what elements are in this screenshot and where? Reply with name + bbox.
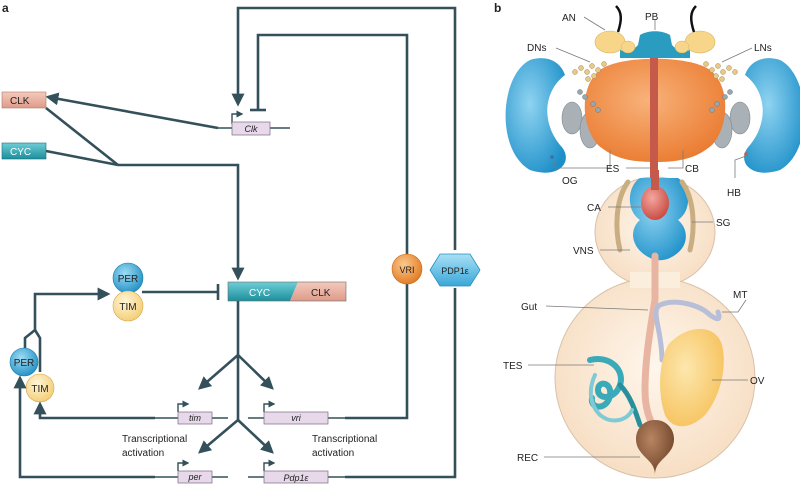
branch-to-tim-arrow (198, 354, 239, 390)
per-gene-box (177, 470, 213, 484)
gut (641, 252, 659, 434)
corpora-allata (641, 186, 669, 220)
optic-lobe-right (744, 58, 800, 173)
salivary-gland-right (679, 179, 696, 253)
complex-cyc-part (228, 282, 298, 301)
label-mt: MT (733, 290, 747, 301)
label-vns: VNS (573, 246, 594, 257)
clk-promoter-arrow (231, 110, 244, 124)
pdp-promoter-arrow (263, 459, 276, 471)
tim-protein-top-label: TIM (119, 302, 136, 313)
label-ca: CA (587, 203, 601, 214)
per-protein-top-label: PER (118, 274, 139, 285)
antenna-left (594, 30, 626, 54)
per-tim-nuclear-entry-arrow (23, 287, 111, 348)
tim-promoter-arrow (177, 400, 190, 412)
panel-a-label: a (2, 1, 9, 15)
label-hb: HB (727, 188, 741, 199)
hb-neuron-dot (744, 152, 748, 156)
antenna-right-segment (674, 40, 690, 54)
clk-protein (1, 91, 47, 109)
label-rec: REC (517, 453, 538, 464)
clk-merge-line (45, 106, 119, 167)
tim-protein-bottom-label: TIM (31, 384, 48, 395)
protocerebral-bridge (620, 31, 690, 58)
dn-neurons (572, 61, 607, 82)
tim-merge-line (33, 329, 42, 372)
arista-left (615, 5, 622, 33)
label-sg: SG (716, 218, 731, 229)
tim-translation-arrow (33, 401, 155, 420)
malpighian-tubule (653, 299, 722, 363)
pdp-feedback-line (231, 6, 457, 250)
label-cb: CB (685, 164, 699, 175)
vri-gene-label: vri (291, 413, 301, 423)
label-lns: LNs (754, 43, 772, 54)
clk-gene-label: Clk (245, 124, 258, 134)
panel-b-label: b (494, 1, 501, 15)
ovary (660, 328, 724, 427)
esophagus-lower (651, 170, 659, 190)
rectum (635, 420, 675, 475)
ln-neurons (703, 61, 738, 82)
label-gut: Gut (521, 302, 537, 313)
left-activation-label-1: Transcriptional (122, 434, 187, 445)
complex-box (227, 281, 347, 302)
pdp-translation-line (345, 288, 457, 479)
clk-translation-arrow (45, 92, 219, 130)
per-protein-bottom-label: PER (14, 358, 35, 369)
complex-cyc-label: CYC (249, 288, 270, 299)
lateral-neurons-grey (577, 89, 733, 113)
complex-formation-arrow (118, 163, 245, 281)
tim-protein-top (112, 290, 144, 322)
right-activation-label-1: Transcriptional (312, 434, 377, 445)
label-an: AN (562, 13, 576, 24)
vri-translation-line (345, 284, 409, 420)
label-ov: OV (750, 376, 765, 387)
per-translation-arrow (13, 375, 155, 479)
branch-to-pdp-arrow (237, 419, 274, 454)
tim-gene-label: tim (189, 413, 202, 423)
complex-clk-label: CLK (311, 288, 331, 299)
cyc-merge-line (45, 149, 119, 167)
testis (587, 356, 643, 428)
complex-clk-part (290, 282, 346, 301)
vri-gene-box (263, 411, 329, 425)
vri-protein (391, 253, 423, 285)
og-neuron-dot (550, 155, 554, 159)
arista-right (690, 5, 697, 33)
left-activation-label-2: activation (122, 448, 164, 459)
cyc-protein-label: CYC (10, 147, 31, 158)
salivary-gland-left (614, 179, 631, 253)
pdp-protein-label: PDP1ε (441, 266, 469, 276)
pdp-gene-box (263, 470, 329, 484)
leader-lines (528, 16, 753, 458)
per-promoter-arrow (177, 459, 190, 471)
right-activation-label-2: activation (312, 448, 354, 459)
pdp-gene-label: Pdp1ε (284, 473, 310, 483)
tim-gene-box (177, 411, 213, 425)
vri-promoter-arrow (263, 400, 276, 412)
branch-to-vri-arrow (237, 354, 274, 390)
esophagus (650, 58, 658, 178)
label-og: OG (562, 176, 578, 187)
vri-protein-label: VRI (399, 265, 414, 275)
label-tes: TES (503, 361, 523, 372)
clk-gene-box (231, 121, 271, 136)
antenna-left-segment (620, 40, 636, 54)
clk-protein-label: CLK (10, 96, 30, 107)
per-gene-label: per (187, 472, 202, 482)
label-pb: PB (645, 12, 659, 23)
label-es: ES (606, 164, 620, 175)
branch-to-per-arrow (198, 419, 239, 454)
label-dns: DNs (527, 43, 546, 54)
pdp-protein (429, 253, 481, 287)
vri-feedback-line (256, 33, 409, 255)
optic-lobe-left (505, 58, 566, 173)
antenna-right (684, 30, 716, 54)
